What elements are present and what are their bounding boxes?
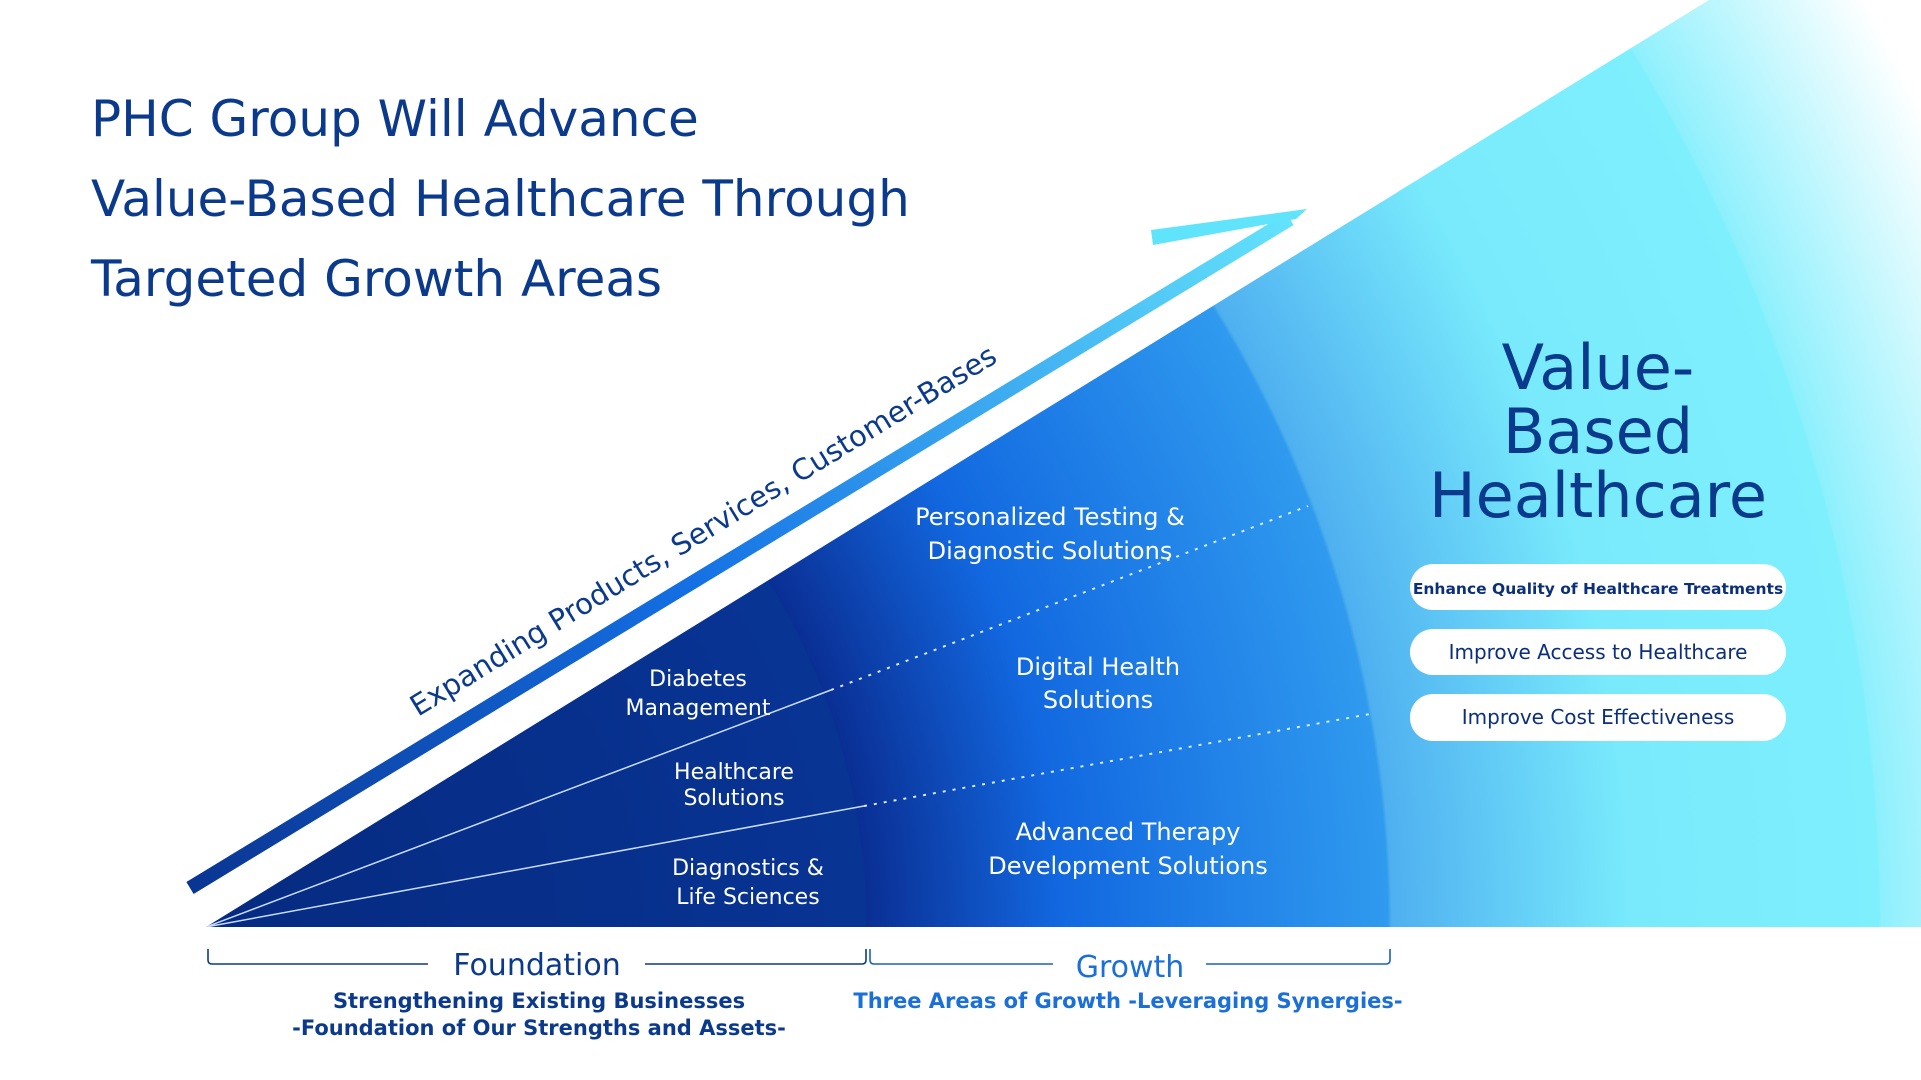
- svg-text:Value-: Value-: [1502, 331, 1695, 404]
- phase-growth-sub: Three Areas of Growth -Leveraging Synerg…: [853, 989, 1402, 1013]
- growth-arrow: [186, 209, 1307, 894]
- svg-text:Value-Based Healthcare Through: Value-Based Healthcare Through: [91, 170, 910, 228]
- svg-text:PHC Group Will Advance: PHC Group Will Advance: [91, 90, 699, 148]
- goal-pills: Enhance Quality of Healthcare Treatments…: [1410, 564, 1786, 741]
- divider-line: [206, 805, 865, 927]
- phase-growth-label: Growth: [1076, 950, 1185, 985]
- svg-text:Based: Based: [1503, 395, 1693, 468]
- phase-foundation-label: Foundation: [453, 948, 620, 983]
- pill-quality: [1410, 564, 1786, 610]
- pill-cost: [1410, 694, 1786, 741]
- svg-text:Improve Cost Effectiveness: Improve Cost Effectiveness: [1462, 705, 1735, 729]
- svg-text:Healthcare: Healthcare: [1429, 459, 1767, 532]
- phase-foundation-sub: Strengthening Existing Businesses: [333, 989, 745, 1013]
- pill-access: [1410, 629, 1786, 675]
- phase-foundation-sub: -Foundation of Our Strengths and Assets-: [292, 1016, 786, 1040]
- growth-labels: Personalized Testing &Diagnostic Solutio…: [915, 503, 1268, 880]
- goal-heading: Value- Based Healthcare: [1429, 331, 1767, 532]
- segment-personalized-testing: Personalized Testing &Diagnostic Solutio…: [915, 503, 1185, 565]
- growth-bracket: [869, 949, 1391, 965]
- segment-diagnostics: Diagnostics &Life Sciences: [672, 856, 824, 910]
- svg-text:Enhance Quality of Healthcare: Enhance Quality of Healthcare Treatments: [1413, 580, 1783, 598]
- svg-text:Targeted Growth Areas: Targeted Growth Areas: [90, 250, 662, 308]
- page-title: PHC Group Will Advance Value-Based Healt…: [90, 90, 910, 308]
- divider-line: [206, 689, 832, 927]
- svg-text:Improve Access to Healthcare: Improve Access to Healthcare: [1449, 640, 1748, 664]
- foundation-bracket: [207, 949, 867, 965]
